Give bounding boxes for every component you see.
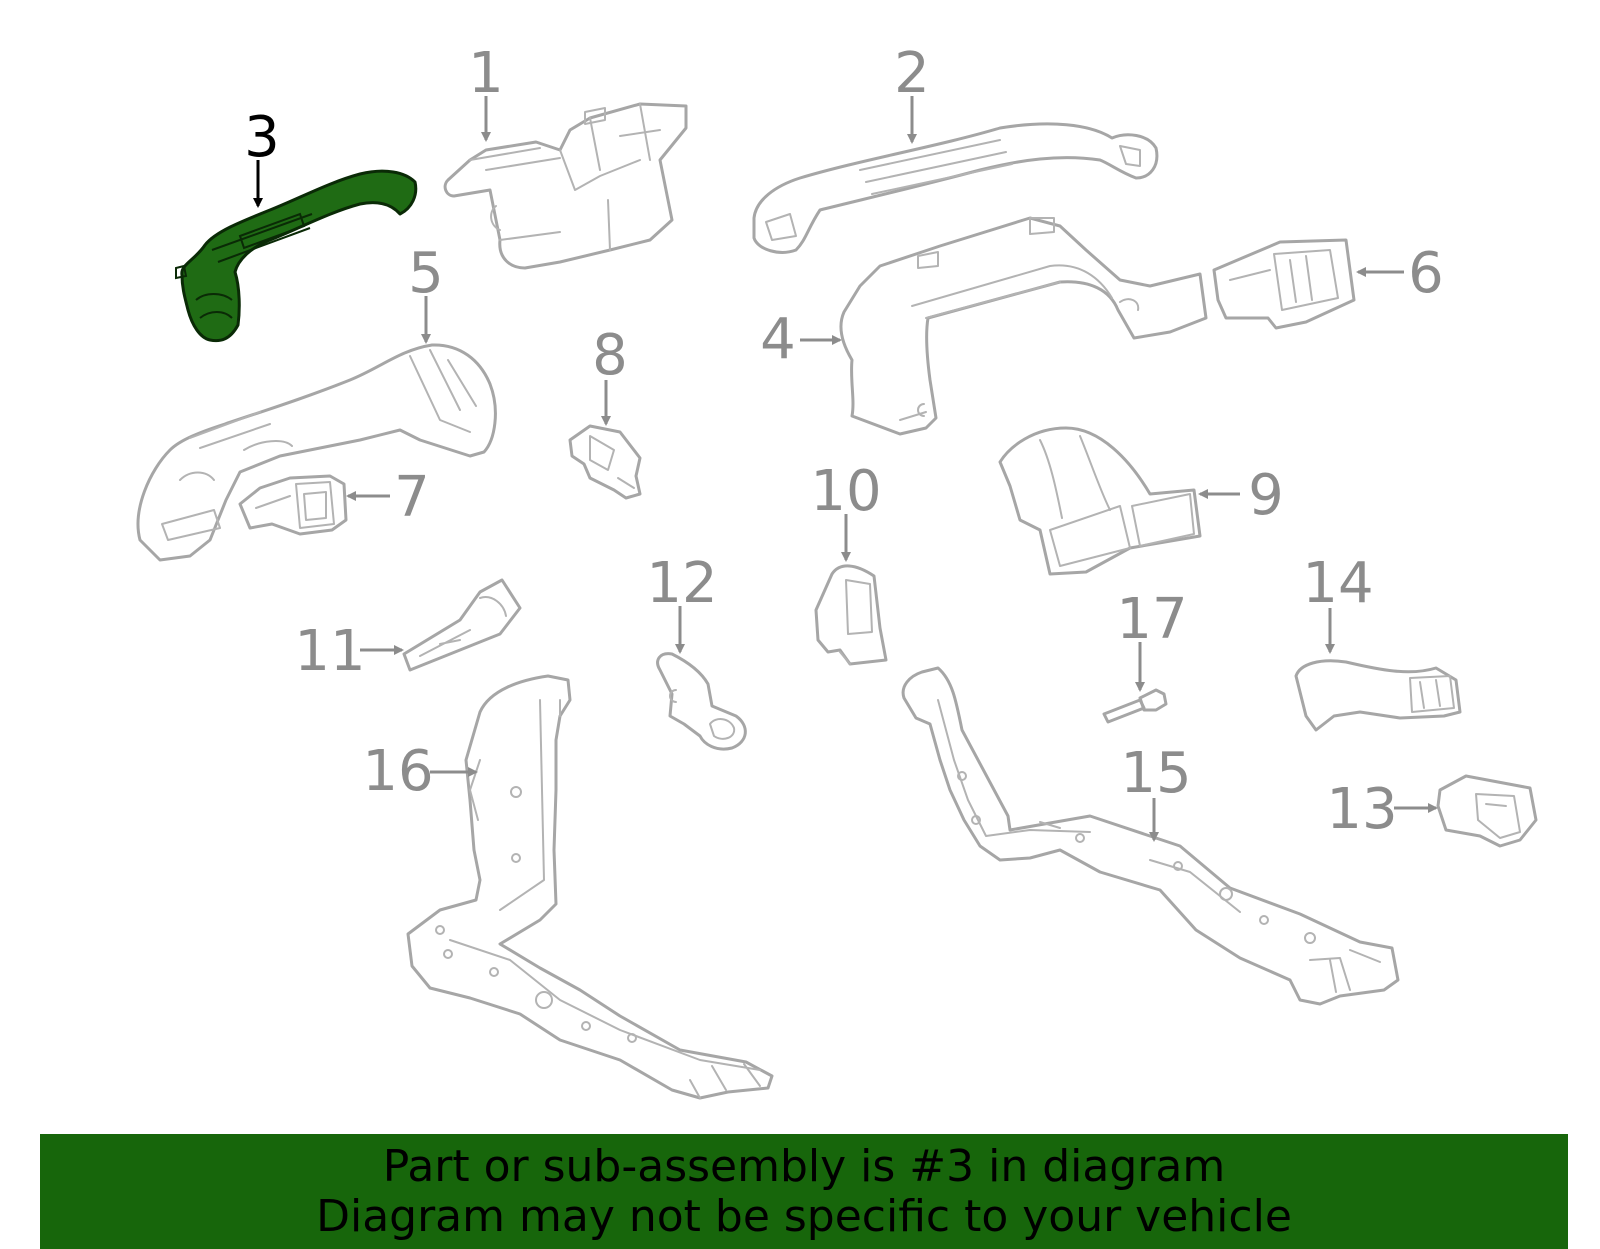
part-6-vent[interactable] xyxy=(1212,238,1356,330)
part-16-bracket[interactable] xyxy=(406,674,774,1100)
callout-4: 4 xyxy=(760,307,796,372)
part-8-clip[interactable] xyxy=(568,424,642,500)
callout-17: 17 xyxy=(1116,587,1187,652)
callout-6: 6 xyxy=(1408,241,1444,306)
info-banner: Part or sub-assembly is #3 in diagram Di… xyxy=(40,1134,1568,1249)
part-13-vent[interactable] xyxy=(1436,774,1538,848)
part-11-duct[interactable] xyxy=(402,578,522,672)
part-15-bracket[interactable] xyxy=(901,666,1400,1006)
callout-14: 14 xyxy=(1302,551,1373,616)
banner-line-disclaimer: Diagram may not be specific to your vehi… xyxy=(316,1190,1292,1242)
part-1-duct[interactable] xyxy=(443,102,688,270)
callout-16: 16 xyxy=(362,739,433,804)
callout-2: 2 xyxy=(894,41,930,106)
banner-line-part-number: Part or sub-assembly is #3 in diagram xyxy=(382,1140,1226,1192)
callout-15: 15 xyxy=(1120,741,1191,806)
callout-12: 12 xyxy=(646,551,717,616)
part-7-vent[interactable] xyxy=(238,474,348,536)
callout-7: 7 xyxy=(394,465,430,530)
callout-5: 5 xyxy=(408,241,444,306)
part-2-duct[interactable] xyxy=(752,122,1159,254)
callout-13: 13 xyxy=(1326,777,1397,842)
part-3-duct[interactable] xyxy=(175,169,418,343)
part-17-fastener[interactable] xyxy=(1102,688,1168,724)
callout-11: 11 xyxy=(294,619,365,684)
callout-1: 1 xyxy=(468,41,504,106)
part-9-vent[interactable] xyxy=(998,426,1202,576)
part-4-duct[interactable] xyxy=(839,216,1208,436)
part-12-clip[interactable] xyxy=(656,652,747,751)
part-14-duct[interactable] xyxy=(1294,659,1462,732)
callout-8: 8 xyxy=(592,323,628,388)
callout-9: 9 xyxy=(1248,463,1284,528)
part-5-duct[interactable] xyxy=(136,343,497,562)
part-10-duct[interactable] xyxy=(814,564,888,666)
callout-3: 3 xyxy=(244,105,280,170)
callout-10: 10 xyxy=(810,459,881,524)
